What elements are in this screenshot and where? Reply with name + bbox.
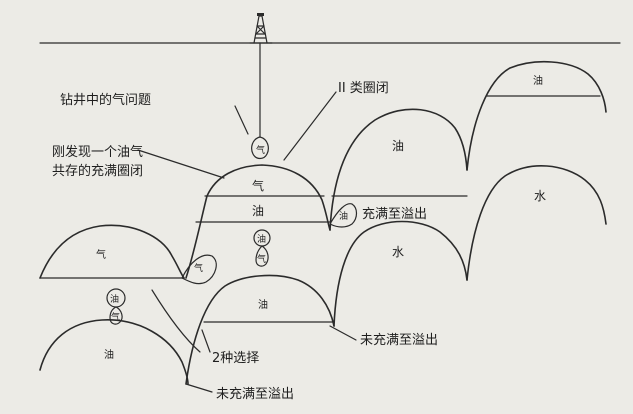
- fluid-center-oil: 油: [252, 204, 264, 218]
- drilling-rig-icon: [249, 13, 273, 44]
- leader-two-choices-b: [201, 329, 211, 353]
- leader-not-filled-right: [329, 325, 357, 341]
- fluid-left-gas: 气: [96, 248, 106, 261]
- fluid-drop-gas-mid: 气: [257, 253, 266, 265]
- label-two-choices: 2种选择: [212, 351, 259, 366]
- leader-new-discovery: [137, 149, 225, 179]
- right-water-anticline: [466, 165, 607, 281]
- fluid-drop-gas-left2: 气: [111, 311, 120, 323]
- fluid-drop-oil-spill: 油: [339, 210, 348, 222]
- fluid-drop-oil-left: 油: [110, 293, 119, 305]
- label-not-filled-bottom: 未充满至溢出: [216, 386, 294, 402]
- label-gas-problem: 钻井中的气问题: [60, 92, 151, 108]
- label-not-filled-right: 未充满至溢出: [360, 332, 438, 348]
- fluid-drop-gas-left: 气: [194, 262, 203, 274]
- label-class2-trap: II 类圈闭: [338, 81, 389, 96]
- fluid-right-water: 水: [534, 189, 546, 203]
- well-gas-bubble-icon: [251, 136, 269, 160]
- spill-oil-bubble-icon: [329, 203, 358, 228]
- fluid-center-lower-oil: 油: [258, 298, 268, 311]
- center-migration-drops: [253, 229, 271, 267]
- leader-gas-problem: [234, 105, 249, 135]
- middle-water-anticline: [333, 220, 468, 327]
- left-gas-anticline: [39, 224, 185, 279]
- upper-right-oil-anticline: [329, 108, 468, 231]
- leader-class2-trap: [283, 91, 337, 161]
- fluid-top-right-oil: 油: [533, 74, 543, 87]
- fluid-drop-gas-top: 气: [256, 144, 265, 156]
- lower-left-oil-anticline: [39, 319, 189, 385]
- fluid-upper-right-oil: 油: [392, 139, 404, 153]
- fluid-drop-oil-mid: 油: [257, 233, 266, 245]
- left-gas-bubble-icon: [181, 254, 217, 285]
- label-new-discovery-line2: 共存的充满圈闭: [52, 163, 143, 179]
- center-lower-oil-anticline: [185, 274, 335, 385]
- leader-not-filled-bottom: [185, 383, 213, 393]
- leader-two-choices-a: [151, 289, 201, 353]
- left-migration-drops: [106, 288, 126, 325]
- fluid-center-gas: 气: [252, 178, 264, 193]
- fluid-left-oil: 油: [104, 348, 114, 361]
- label-new-discovery-line1: 刚发现一个油气: [52, 144, 143, 160]
- top-right-oil-anticline: [466, 60, 607, 171]
- fluid-middle-water: 水: [392, 245, 404, 259]
- label-filled-to-spill: 充满至溢出: [362, 206, 427, 222]
